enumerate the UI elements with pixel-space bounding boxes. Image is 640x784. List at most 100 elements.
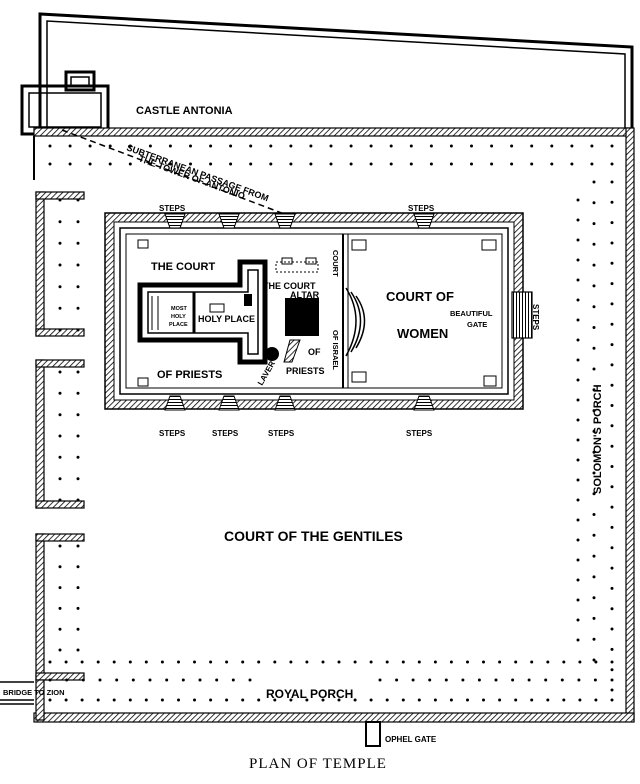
colonnade-dot	[576, 538, 580, 542]
colonnade-dot	[449, 698, 453, 702]
colonnade-dot	[466, 660, 469, 664]
colonnade-dot	[76, 370, 80, 374]
colonnade-dot	[209, 162, 213, 166]
colonnade-dot	[58, 544, 62, 548]
colonnade-dot	[177, 660, 180, 664]
colonnade-dot	[514, 698, 518, 702]
label-altar: ALTAR	[290, 290, 320, 300]
colonnade-dot	[610, 241, 614, 245]
colonnade-dot	[198, 678, 202, 682]
outer-wall	[33, 127, 635, 723]
label-court-gentiles: COURT OF THE GENTILES	[224, 528, 403, 544]
label-steps-bottom-4: STEPS	[406, 429, 433, 438]
colonnade-dot	[385, 698, 389, 702]
colonnade-dot	[248, 678, 252, 682]
colonnade-dot	[530, 144, 534, 148]
colonnade-dot	[108, 162, 112, 166]
colonnade-dot	[128, 660, 132, 664]
colonnade-dot	[409, 162, 413, 166]
colonnade-dot	[592, 492, 596, 496]
wall-segment	[35, 533, 45, 681]
colonnade-dot	[305, 660, 309, 664]
colonnade-dot	[337, 660, 341, 664]
colonnade-dot	[58, 198, 62, 202]
colonnade-dot	[470, 144, 473, 148]
colonnade-dot	[395, 678, 399, 682]
colonnade-dot	[58, 285, 62, 289]
colonnade-dot	[269, 144, 273, 148]
nicanor-gate	[345, 287, 366, 357]
colonnade-dot	[576, 618, 580, 622]
colonnade-dot	[530, 660, 534, 664]
colonnade-dot	[592, 284, 596, 288]
colonnade-dot	[321, 698, 325, 702]
colonnade-dot	[576, 238, 580, 242]
colonnade-dot	[177, 698, 180, 702]
colonnade-dot	[610, 343, 614, 347]
colonnade-dot	[498, 660, 502, 664]
colonnade-dot	[76, 477, 80, 481]
colonnade-dot	[592, 263, 596, 267]
colonnade-dot	[576, 378, 580, 382]
colonnade-dot	[329, 162, 333, 166]
colonnade-dot	[68, 162, 72, 166]
colonnade-dot	[576, 498, 580, 502]
colonnade-dot	[209, 698, 213, 702]
colonnade-dot	[309, 144, 313, 148]
label-bridge-to-zion: BRIDGE TO ZION	[3, 688, 65, 697]
colonnade-dot	[329, 144, 333, 148]
label-court-priests-top: THE COURT	[151, 261, 215, 273]
colonnade-dot	[369, 144, 373, 148]
colonnade-dot	[444, 678, 448, 682]
colonnade-dot	[76, 328, 80, 332]
label-of: OF	[308, 347, 321, 357]
colonnade-dot	[229, 144, 233, 148]
colonnade-dot	[570, 144, 574, 148]
colonnade-dot	[148, 144, 152, 148]
colonnade-dot	[576, 578, 580, 582]
colonnade-dot	[189, 144, 192, 148]
colonnade-dot	[76, 455, 80, 459]
colonnade-dot	[461, 678, 465, 682]
colonnade-dot	[576, 438, 580, 442]
label-steps-top-2: STEPS	[408, 204, 435, 213]
colonnade-dot	[433, 660, 437, 664]
inner-enclosure	[104, 212, 524, 410]
colonnade-dot	[76, 241, 80, 245]
colonnade-dot	[76, 627, 80, 631]
colonnade-dot	[592, 533, 596, 537]
colonnade-dot	[65, 678, 69, 682]
colonnade-dot	[610, 607, 614, 611]
colonnade-dot	[590, 162, 594, 166]
colonnade-dot	[530, 162, 534, 166]
colonnade-dot	[576, 198, 580, 202]
label-ophel-gate: OPHEL GATE	[385, 735, 437, 744]
colonnade-dot	[592, 471, 596, 475]
colonnade-dot	[115, 678, 119, 682]
colonnade-dot	[58, 306, 62, 310]
colonnade-dot	[160, 698, 164, 702]
plan-caption: PLAN OF TEMPLE	[249, 756, 387, 772]
colonnade-dot	[411, 678, 415, 682]
label-the-court: THE COURT	[263, 281, 316, 291]
label-court-priests-bottom: OF PRIESTS	[157, 369, 222, 381]
colonnade-dot	[544, 678, 548, 682]
colonnade-dot	[249, 162, 253, 166]
colonnade-dot	[592, 367, 596, 371]
colonnade-dot	[610, 261, 614, 265]
colonnade-dot	[562, 698, 566, 702]
label-most-holy-3: PLACE	[169, 322, 188, 328]
colonnade-dot	[592, 450, 596, 454]
label-steps-bottom-1: STEPS	[159, 429, 186, 438]
colonnade-dot	[417, 660, 421, 664]
colonnade-dot	[610, 282, 614, 286]
colonnade-dot	[225, 698, 229, 702]
colonnade-dot	[610, 505, 614, 509]
colonnade-dot	[76, 413, 80, 417]
colonnade-dot	[482, 698, 485, 702]
colonnade-dot	[305, 698, 309, 702]
colonnade-dot	[349, 162, 353, 166]
women-chambers	[137, 239, 497, 387]
colonnade-dot	[165, 678, 169, 682]
steps-block	[274, 213, 296, 229]
